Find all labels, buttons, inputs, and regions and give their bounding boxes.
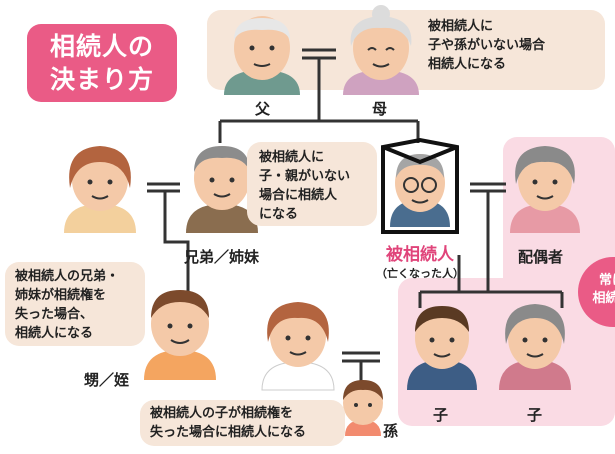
parents-to-children-line <box>218 58 420 143</box>
label-spouse: 配偶者 <box>518 248 564 266</box>
label-grandchild: 孫 <box>383 422 399 440</box>
siblings-to-nephew-line <box>163 191 190 294</box>
child1-figure <box>407 306 477 390</box>
label-deceased: 被相続人 （亡くなった人） <box>368 244 472 281</box>
siblings-note-line: になる <box>259 207 299 222</box>
label-child1: 子 <box>433 406 449 424</box>
child-spouse-figure <box>261 302 335 391</box>
father-figure <box>224 16 300 95</box>
title-line-1: 相続人の <box>49 32 154 61</box>
nephew-note-line: 被相続人の兄弟・ <box>15 269 120 284</box>
deceased-figure <box>381 137 459 234</box>
siblings-note-line: 場合に相続人 <box>259 188 338 203</box>
mother-figure <box>343 5 419 95</box>
child2-figure <box>499 304 571 390</box>
label-siblings: 兄弟／姉妹 <box>184 248 260 266</box>
deceased-subtitle: （亡くなった人） <box>376 267 464 280</box>
grandchild-note-line: 失った場合に相続人になる <box>150 425 307 440</box>
grandchild-note-line: 被相続人の子が相続権を <box>150 406 294 421</box>
deceased-title: 被相続人 <box>386 245 454 265</box>
grandchild-figure <box>343 380 383 436</box>
label-child2: 子 <box>527 406 543 424</box>
spouse-always-heir-note: 常に 相続人 <box>582 272 615 308</box>
spouse-note-line: 常に <box>598 273 615 288</box>
spouse-note-circle <box>578 257 615 327</box>
title-line-2: 決まり方 <box>49 65 154 94</box>
sibling-figure <box>186 146 258 233</box>
siblings-note: 被相続人に 子・親がいない 場合に相続人 になる <box>247 142 377 226</box>
spouse-note-line: 相続人 <box>592 291 615 306</box>
grandchild-note: 被相続人の子が相続権を 失った場合に相続人になる <box>140 400 345 446</box>
nephew-note: 被相続人の兄弟・ 姉妹が相続権を 失った場合、 相続人になる <box>5 262 145 346</box>
siblings-note-line: 子・親がいない <box>259 169 351 184</box>
parents-note-line: 相続人になる <box>428 57 507 72</box>
diagram-title: 相続人の 決まり方 <box>27 24 177 102</box>
label-father: 父 <box>255 100 271 118</box>
label-mother: 母 <box>372 100 388 118</box>
siblings-note-line: 被相続人に <box>259 150 325 165</box>
memorial-frame <box>381 137 459 234</box>
parents-note: 被相続人に 子や孫がいない場合 相続人になる <box>428 17 608 74</box>
parents-note-line: 被相続人に <box>428 19 494 34</box>
sibling-spouse-figure <box>64 146 136 233</box>
parents-note-line: 子や孫がいない場合 <box>428 38 546 53</box>
deceased-to-children-line <box>418 191 564 308</box>
label-nephew: 甥／姪 <box>84 371 130 389</box>
nephew-figure <box>144 290 216 380</box>
spouse-figure <box>510 146 580 233</box>
nephew-note-line: 姉妹が相続権を <box>15 288 107 303</box>
nephew-note-line: 相続人になる <box>15 326 94 341</box>
nephew-note-line: 失った場合、 <box>15 307 94 322</box>
